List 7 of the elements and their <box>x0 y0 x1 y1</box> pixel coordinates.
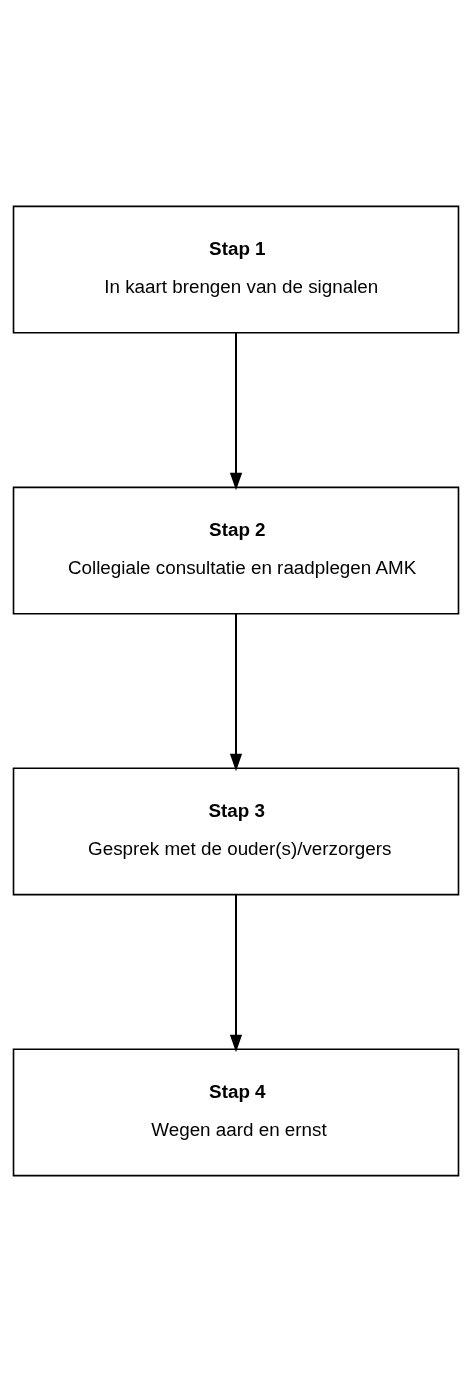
arrow <box>229 613 243 771</box>
arrow <box>229 332 243 490</box>
node-box: Stap 1 In kaart brengen van de signalen <box>12 205 460 334</box>
arrow <box>229 894 243 1052</box>
node-box: Stap 3 Gesprek met de ouder(s)/verzorgers <box>12 767 460 895</box>
node-box: Stap 4 Wegen aard en ernst <box>12 1047 460 1176</box>
node-box: Stap 2 Collegiale consultatie en raadplegen AMK <box>12 486 460 614</box>
